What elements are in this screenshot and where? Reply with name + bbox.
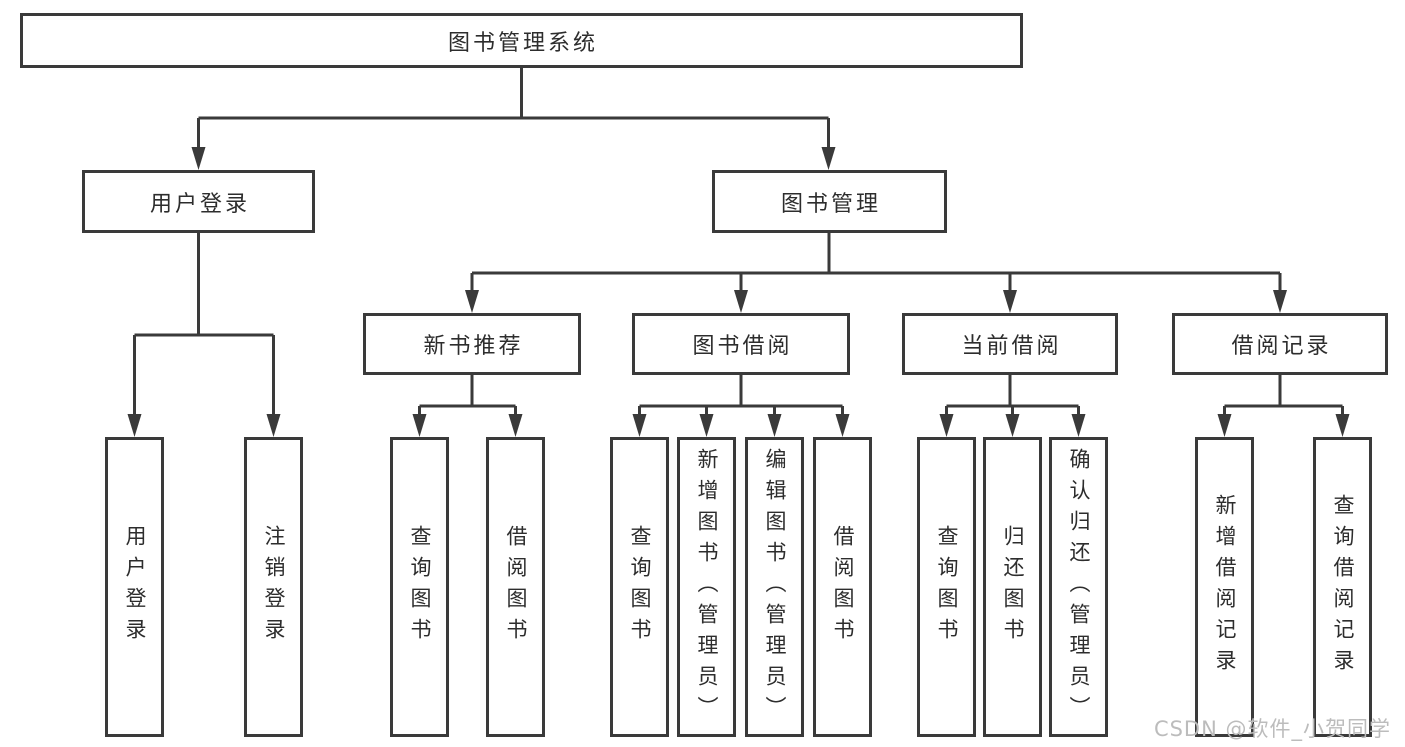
- node-current-borrow: 当前借阅: [902, 313, 1118, 375]
- edge-line-5: [946, 375, 1079, 408]
- leaf-logout: 注销登录: [244, 437, 303, 737]
- arrowhead-icon: [412, 414, 427, 437]
- arrowhead-icon: [465, 290, 479, 313]
- leaf-query-books-1: 查询图书: [390, 437, 449, 737]
- node-book-management: 图书管理: [712, 170, 947, 233]
- leaf-edit-books-admin: 编辑图书（管理员）: [745, 437, 804, 737]
- arrowhead-icon: [1071, 414, 1086, 437]
- arrowhead-icon: [821, 147, 836, 170]
- arrowhead-icon: [699, 414, 714, 437]
- arrowhead-icon: [767, 414, 782, 437]
- edge-line-6: [1224, 375, 1343, 408]
- leaf-borrow-books-2: 借阅图书: [813, 437, 872, 737]
- arrowhead-icon: [266, 414, 281, 437]
- node-library-system: 图书管理系统: [20, 13, 1023, 68]
- edge-line-2: [472, 233, 1280, 275]
- edge-line-1: [134, 233, 274, 337]
- csdn-watermark: CSDN @软件_小贺同学: [1153, 717, 1391, 741]
- edge-line-4: [639, 375, 843, 408]
- edge-line-0: [198, 68, 829, 120]
- node-book-borrow: 图书借阅: [632, 313, 850, 375]
- arrowhead-icon: [1005, 414, 1020, 437]
- arrowhead-icon: [1273, 290, 1287, 313]
- leaf-add-books-admin: 新增图书（管理员）: [677, 437, 736, 737]
- arrowhead-icon: [734, 290, 748, 313]
- arrowhead-icon: [835, 414, 850, 437]
- leaf-borrow-books-1: 借阅图书: [486, 437, 545, 737]
- node-borrow-records: 借阅记录: [1172, 313, 1388, 375]
- arrowhead-icon: [191, 147, 206, 170]
- arrowhead-icon: [508, 414, 523, 437]
- leaf-add-borrow-record: 新增借阅记录: [1195, 437, 1254, 737]
- arrowhead-icon: [1335, 414, 1350, 437]
- edge-line-3: [419, 375, 516, 408]
- leaf-user-login: 用户登录: [105, 437, 164, 737]
- leaf-query-books-2: 查询图书: [610, 437, 669, 737]
- arrowhead-icon: [632, 414, 647, 437]
- node-user-login: 用户登录: [82, 170, 315, 233]
- arrowhead-icon: [1003, 290, 1017, 313]
- arrowhead-icon: [939, 414, 954, 437]
- leaf-confirm-return-admin: 确认归还（管理员）: [1049, 437, 1108, 737]
- arrowhead-icon: [127, 414, 142, 437]
- arrowhead-icon: [1217, 414, 1232, 437]
- leaf-query-borrow-record: 查询借阅记录: [1313, 437, 1372, 737]
- leaf-return-books: 归还图书: [983, 437, 1042, 737]
- leaf-query-books-3: 查询图书: [917, 437, 976, 737]
- node-new-book-recommend: 新书推荐: [363, 313, 581, 375]
